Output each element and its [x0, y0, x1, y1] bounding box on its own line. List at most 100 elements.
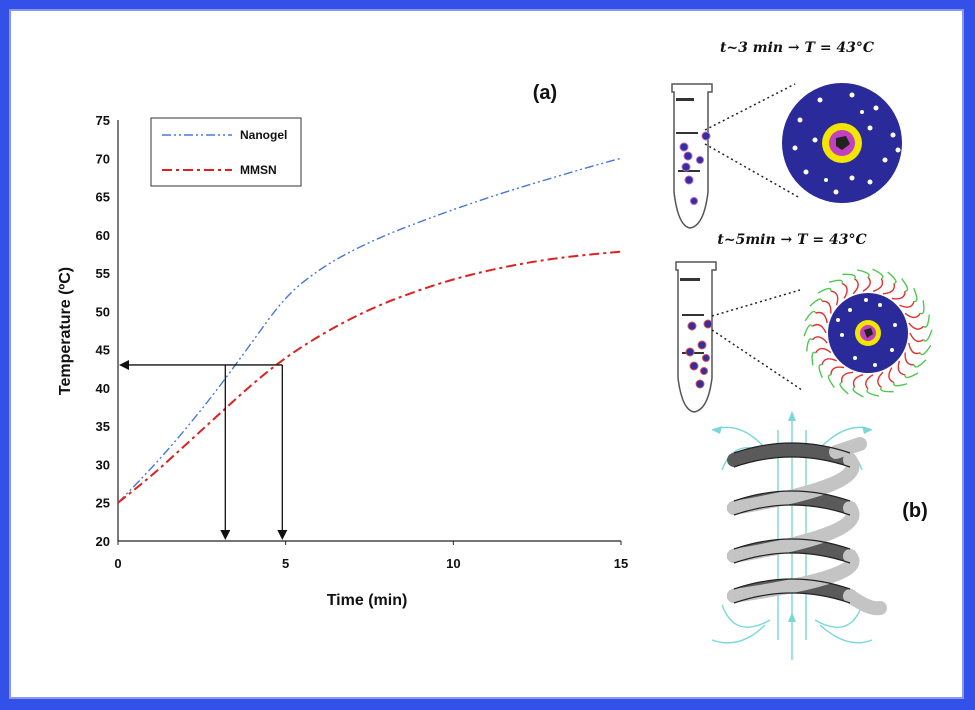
polymer-chain — [877, 371, 884, 388]
nanogel-pores — [836, 298, 897, 367]
polymer-brush — [893, 382, 908, 387]
legend-box — [150, 117, 302, 187]
series-line-mmsn — [117, 250, 622, 504]
tube-particles-1 — [679, 131, 711, 205]
tube-outline-2 — [675, 261, 717, 413]
polymer-chain — [862, 276, 871, 292]
polymer-brush — [839, 381, 849, 395]
polymer-brush — [913, 287, 918, 303]
polymer-brush — [852, 386, 864, 398]
y-tick-label: 60 — [96, 228, 110, 243]
coil-inner — [727, 437, 887, 616]
polymer-brush — [919, 300, 925, 315]
series-line-nanogel — [117, 157, 622, 504]
polymer-brush — [913, 359, 927, 368]
polymer-brush — [919, 344, 932, 356]
zoom-line-1a — [704, 83, 796, 131]
polymer-brush — [904, 372, 919, 379]
zoom-line-2a — [711, 289, 801, 317]
y-tick-label: 65 — [96, 190, 110, 205]
polymer-chain — [908, 342, 921, 355]
polymer-chain — [821, 300, 832, 314]
polymer-chain — [882, 283, 895, 295]
arrowhead — [277, 530, 288, 540]
y-tick-label: 25 — [96, 496, 110, 511]
equation-5min: t~5min → T = 43°C — [717, 232, 866, 248]
y-axis-label: Temperature (ºC) — [57, 267, 74, 395]
polymer-brush — [828, 279, 843, 284]
polymer-brush — [827, 374, 835, 388]
polymer-chain — [830, 366, 845, 376]
coil-outline — [733, 442, 851, 604]
zoom-line-2b — [711, 329, 803, 391]
polymer-shell — [803, 268, 933, 398]
polymer-brush — [809, 298, 823, 307]
polymer-chain — [852, 374, 864, 388]
particle-iron-oxide — [836, 136, 850, 150]
polymer-chain — [888, 367, 895, 384]
legend-label-nanogel: Nanogel — [240, 128, 287, 142]
y-tick-label: 45 — [96, 343, 110, 358]
polymer-brush — [811, 351, 817, 366]
y-tick-label: 50 — [96, 304, 110, 319]
polymer-chain — [815, 311, 828, 324]
polymer-brush — [887, 271, 897, 285]
x-tick-label: 15 — [614, 556, 628, 571]
polymer-chain — [909, 332, 924, 343]
y-tick-label: 20 — [96, 534, 110, 549]
tube-mark-2 — [680, 278, 700, 281]
field-arrowheads — [712, 411, 872, 622]
tube-mark-1 — [676, 98, 694, 101]
polymer-brush — [818, 363, 823, 379]
y-tick-label: 70 — [96, 151, 110, 166]
tube-particles-2 — [685, 319, 713, 389]
tube-level-1 — [676, 132, 698, 134]
induction-coil — [727, 437, 887, 616]
polymer-brush — [872, 268, 884, 280]
particle-pores — [792, 85, 901, 195]
x-tick-label: 10 — [446, 556, 460, 571]
x-axis-label: Time (min) — [327, 592, 408, 609]
tube-level-1b — [678, 170, 700, 172]
equation-3min: t~3 min → T = 43°C — [720, 40, 874, 56]
polymer-chain — [908, 322, 925, 330]
polymer-chain — [904, 312, 921, 319]
y-tick-label: 75 — [96, 113, 110, 128]
polymer-chain — [899, 300, 915, 308]
panel-label-b: (b) — [902, 500, 928, 522]
polymer-brush — [804, 310, 817, 322]
polymer-chain — [891, 290, 906, 300]
polymer-chain — [830, 290, 839, 306]
polymer-chain — [852, 278, 859, 295]
polymer-chain — [821, 358, 837, 366]
schematic-panel: t~3 min → T = 43°C t~5min → T = 43°C — [671, 40, 933, 660]
y-tick-label: 30 — [96, 457, 110, 472]
polymer-chain — [872, 278, 884, 292]
x-tick-label: 5 — [282, 556, 289, 571]
polymer-brush — [923, 329, 933, 342]
polymer-brush — [817, 287, 832, 294]
test-tube-1 — [671, 83, 801, 229]
x-tick-label: 0 — [114, 556, 121, 571]
nanogel-particle-zoom — [803, 268, 933, 398]
polymer-brush — [803, 324, 813, 337]
zoom-line-1b — [704, 143, 801, 199]
test-tube-2 — [675, 261, 803, 413]
polymer-chain — [815, 347, 832, 354]
polymer-chain — [841, 282, 848, 299]
legend: Nanogel MMSN — [150, 117, 302, 187]
polymer-brush — [856, 269, 870, 278]
x-tick-labels: 0 5 10 15 — [114, 541, 628, 571]
polymer-chain — [841, 371, 854, 383]
polymer-brush — [866, 388, 880, 397]
polymer-brush — [806, 338, 813, 352]
y-tick-label: 40 — [96, 381, 110, 396]
annotation-arrows — [119, 359, 288, 540]
polymer-chain — [812, 323, 827, 334]
polymer-brush — [923, 314, 930, 328]
arrowhead — [119, 359, 129, 370]
panel-label-a: (a) — [533, 82, 557, 104]
